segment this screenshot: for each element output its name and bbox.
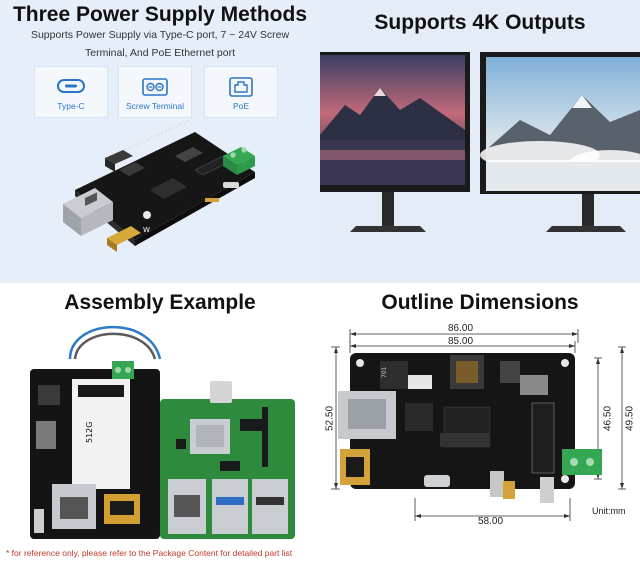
svg-text:W: W <box>143 226 150 234</box>
power-option-label: Screw Terminal <box>126 101 184 111</box>
power-option-poe: PoE <box>204 66 278 118</box>
dim-right-inner: 46.50 <box>602 405 614 432</box>
screw-terminal-icon <box>142 78 168 96</box>
dual-monitors-photo <box>320 52 640 232</box>
power-supply-panel: Three Power Supply Methods Supports Powe… <box>0 0 320 283</box>
dim-right-outer: 49.50 <box>624 405 636 432</box>
dim-top-inner: 85.00 <box>448 336 474 347</box>
power-option-label: Type-C <box>57 101 85 111</box>
svg-text:701: 701 <box>381 366 388 378</box>
unit-label: Unit:mm <box>592 506 626 516</box>
outline-title: Outline Dimensions <box>381 291 579 314</box>
assembly-panel: Assembly Example 512G <box>0 283 320 567</box>
dim-top-outer: 86.00 <box>448 323 474 334</box>
outputs-title: Supports 4K Outputs <box>374 11 586 34</box>
dim-bottom: 58.00 <box>478 516 504 527</box>
power-option-type-c: Type-C <box>34 66 108 118</box>
outputs-panel: Supports 4K Outputs <box>320 0 640 283</box>
power-option-label: PoE <box>232 101 250 111</box>
usb-c-icon <box>57 79 85 93</box>
ethernet-port-icon <box>229 77 253 97</box>
ssd-label: 512G <box>85 422 94 443</box>
footnote: * for reference only, please refer to th… <box>6 548 293 558</box>
power-option-screw-terminal: Screw Terminal <box>118 66 192 118</box>
assembly-title: Assembly Example <box>64 291 256 314</box>
power-title: Three Power Supply Methods <box>12 3 308 26</box>
dim-left-height: 52.50 <box>324 405 336 432</box>
power-subtitle: Supports Power Supply via Type-C port, 7… <box>30 29 290 59</box>
outline-panel: Outline Dimensions <box>320 283 640 567</box>
outline-drawing: 701 <box>331 329 626 521</box>
assembly-photo: 512G <box>30 325 295 539</box>
board-photo-power: W <box>63 120 255 252</box>
